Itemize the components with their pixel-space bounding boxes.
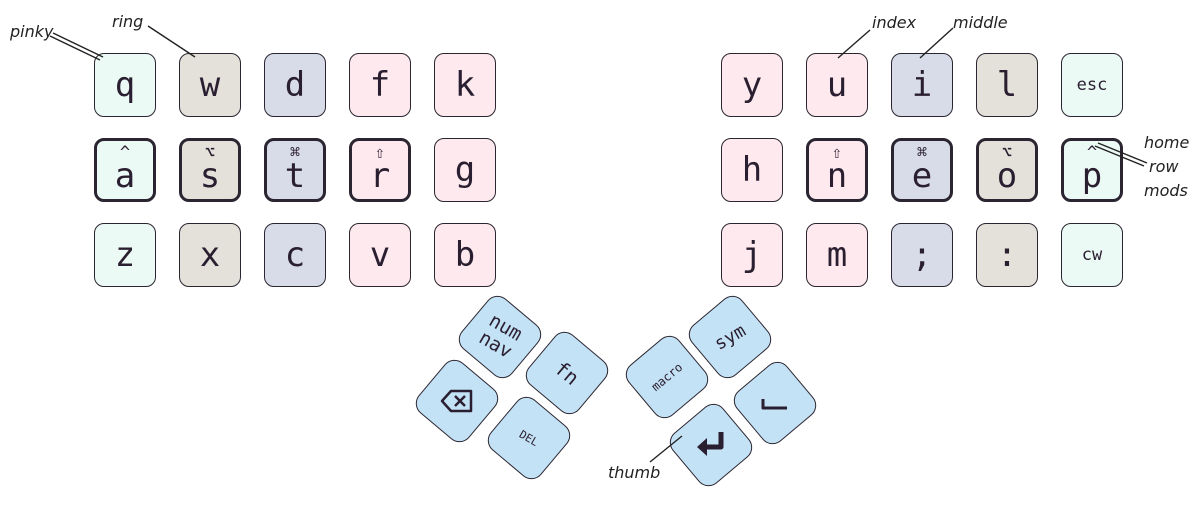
index-annotation: index (872, 13, 917, 32)
key-b: b (434, 223, 496, 287)
ring-leader (147, 25, 196, 58)
key-legend: u (826, 65, 848, 105)
key-colon: : (976, 223, 1038, 287)
key-legend: p (1081, 156, 1103, 196)
key-legend: e (911, 156, 933, 196)
shift-mod-label: ⇧ (831, 143, 843, 163)
key-j: j (721, 223, 783, 287)
middle-leader (919, 27, 954, 59)
key-legend: ; (911, 235, 933, 275)
home-row-mods-leader (1097, 142, 1148, 164)
home-row-mods-leader (1094, 145, 1145, 167)
key-legend: l (996, 65, 1018, 105)
key-m: m (806, 223, 868, 287)
key-t-cmd: ⌘t (264, 138, 326, 202)
key-r-shift: ⇧r (349, 138, 411, 202)
key-legend: c (284, 235, 306, 275)
key-q: q (94, 53, 156, 117)
thumb-key-backspace (410, 354, 504, 448)
key-z: z (94, 223, 156, 287)
key-x: x (179, 223, 241, 287)
thumb-leader (649, 435, 683, 463)
key-legend: cw (1081, 244, 1103, 265)
enter-icon (697, 432, 724, 456)
key-legend: n (826, 156, 848, 196)
key-legend: q (114, 65, 136, 105)
key-legend: i (911, 65, 933, 105)
key-legend: m (826, 235, 848, 275)
cmd-mod-label: ⌘ (916, 143, 928, 163)
key-g: g (434, 138, 496, 202)
key-v: v (349, 223, 411, 287)
key-legend: h (741, 150, 763, 190)
key-legend: v (369, 235, 391, 275)
alt-mod-label: ⌥ (1001, 143, 1013, 163)
pinky-annotation: pinky (10, 22, 54, 41)
middle-annotation: middle (953, 13, 1008, 32)
ring-annotation: ring (112, 12, 144, 31)
key-cw: cw (1061, 223, 1123, 287)
cmd-mod-label: ⌘ (289, 143, 301, 163)
alt-mod-label: ⌥ (204, 143, 216, 163)
key-legend: a (114, 156, 136, 196)
key-legend: d (284, 65, 306, 105)
key-k: k (434, 53, 496, 117)
backspace-icon (440, 389, 473, 413)
key-legend: j (741, 235, 763, 275)
key-n-shift: ⇧n (806, 138, 868, 202)
key-i: i (891, 53, 953, 117)
pinky-leader (52, 32, 104, 58)
key-legend: z (114, 235, 136, 275)
thumb-key-enter (664, 398, 758, 492)
key-f: f (349, 53, 411, 117)
index-leader (837, 29, 871, 59)
key-legend: b (454, 235, 476, 275)
key-legend: y (741, 65, 763, 105)
space-icon (761, 399, 787, 410)
ctrl-mod-label: ^ (1086, 143, 1098, 163)
key-e-cmd: ⌘e (891, 138, 953, 202)
key-w: w (179, 53, 241, 117)
shift-mod-label: ⇧ (374, 143, 386, 163)
ctrl-mod-label: ^ (119, 143, 131, 163)
key-legend: x (199, 235, 221, 275)
row-annotation: row (1149, 157, 1179, 176)
key-legend: g (454, 150, 476, 190)
key-legend: k (454, 65, 476, 105)
key-esc: esc (1061, 53, 1123, 117)
home-annotation: home (1144, 133, 1190, 152)
thumb-key-space (728, 356, 822, 450)
key-semicolon: ; (891, 223, 953, 287)
key-a-ctrl: ^a (94, 138, 156, 202)
key-legend: : (996, 235, 1018, 275)
key-legend: r (369, 156, 391, 196)
key-s-alt: ⌥s (179, 138, 241, 202)
key-d: d (264, 53, 326, 117)
key-legend: w (199, 65, 221, 105)
key-legend: esc (1076, 74, 1108, 95)
key-y: y (721, 53, 783, 117)
key-c: c (264, 223, 326, 287)
key-legend: f (369, 65, 391, 105)
thumb-annotation: thumb (608, 463, 661, 482)
pinky-leader (49, 35, 101, 61)
key-u: u (806, 53, 868, 117)
key-legend: o (996, 156, 1018, 196)
key-o-alt: ⌥o (976, 138, 1038, 202)
key-legend: s (199, 156, 221, 196)
mods-annotation: mods (1144, 181, 1188, 200)
key-l: l (976, 53, 1038, 117)
key-h: h (721, 138, 783, 202)
key-legend: t (284, 156, 306, 196)
